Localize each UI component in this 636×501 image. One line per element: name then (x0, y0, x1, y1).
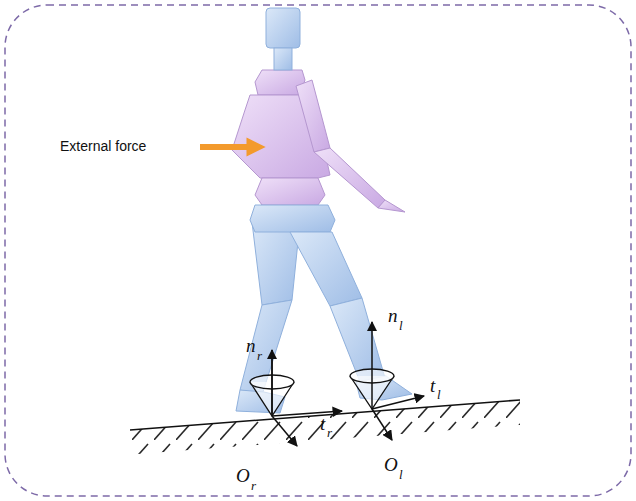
vector-subscript: r (251, 479, 256, 492)
right-leg (236, 222, 300, 413)
vector-subscript: r (257, 349, 262, 362)
vector-symbol: t (430, 376, 435, 395)
ground (125, 400, 520, 490)
head (266, 8, 300, 48)
vector-symbol: t (320, 414, 325, 433)
neck (274, 48, 292, 70)
force-label: External force (60, 139, 146, 153)
vector-subscript: l (399, 319, 403, 332)
vector-subscript: l (437, 388, 441, 401)
contact-vectors (272, 322, 424, 446)
vector-subscript: l (399, 468, 403, 481)
dashed-frame (5, 5, 631, 496)
vector-symbol: O (384, 455, 398, 474)
left-leg (250, 205, 412, 400)
torso (232, 70, 330, 205)
vector-symbol: n (388, 306, 398, 325)
vector-symbol: n (246, 336, 256, 355)
vector-subscript: r (327, 426, 332, 439)
force-arrow (200, 144, 258, 150)
front-arm (296, 80, 405, 212)
vector-symbol: O (236, 466, 250, 485)
